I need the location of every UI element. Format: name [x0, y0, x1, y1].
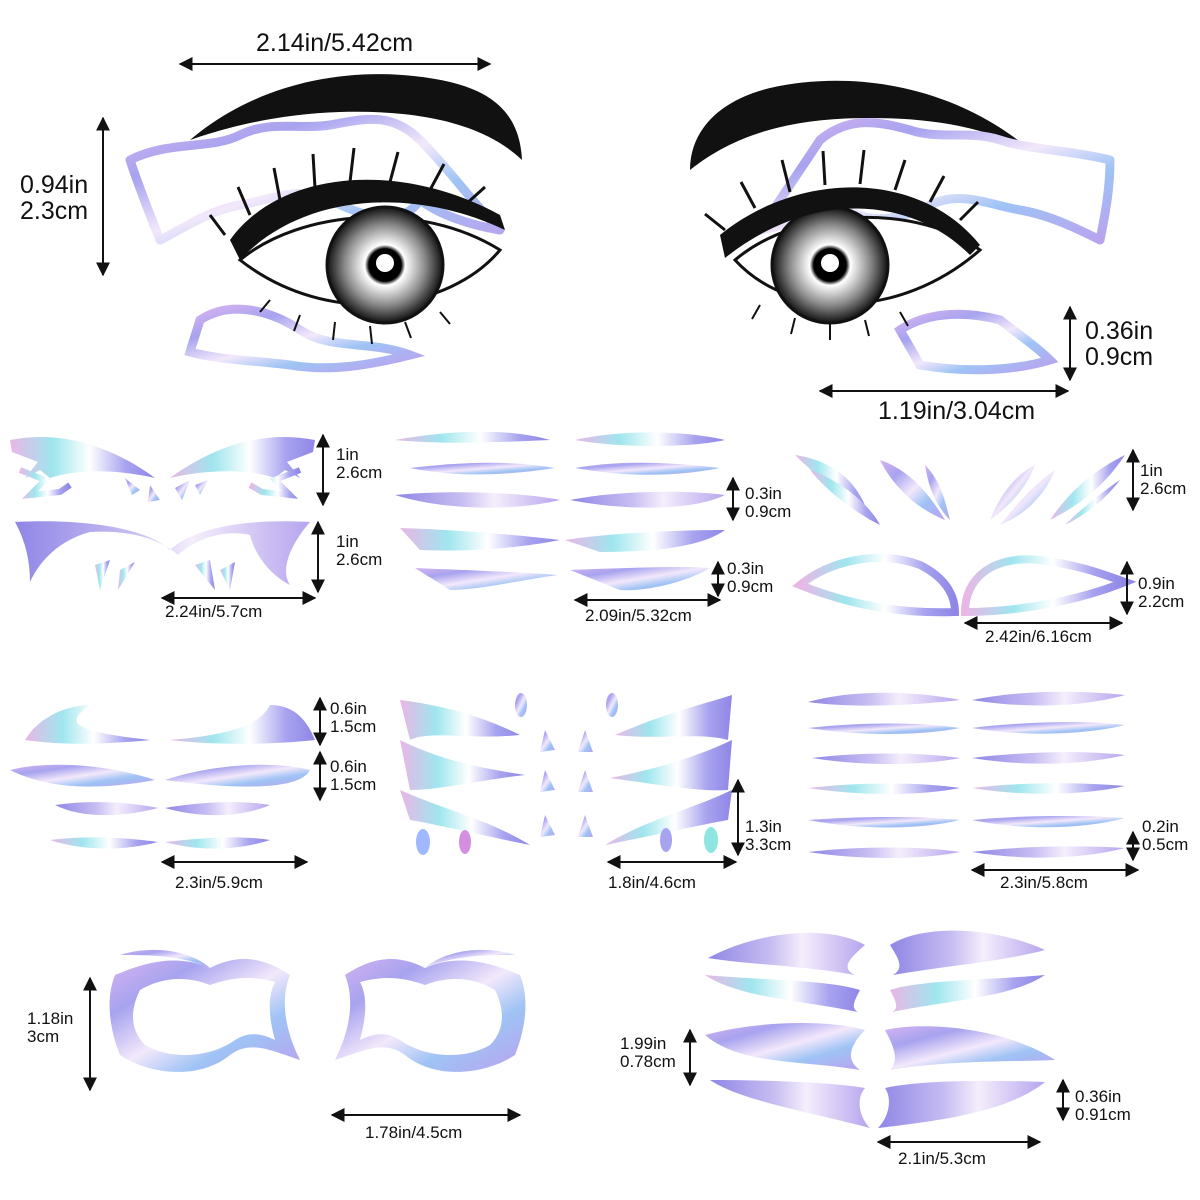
swoops-width: 2.3in/5.9cm [175, 873, 263, 892]
right-eye-height-label: 0.36in 0.9cm [1085, 317, 1154, 372]
strip-stickers [808, 691, 1125, 858]
mask-stickers [109, 949, 526, 1072]
swoop-stickers [10, 705, 315, 849]
left-eye-width-label: 2.14in/5.42cm [256, 29, 414, 57]
claw-stickers [792, 455, 1137, 617]
claws-width: 2.42in/6.16cm [985, 627, 1092, 646]
left-eye-filigree [125, 114, 505, 245]
wings-width: 2.24in/5.7cm [165, 602, 263, 621]
left-eyebrow [190, 74, 522, 160]
left-eye-height-label: 0.94in 2.3cm [20, 171, 89, 226]
liners-width: 2.09in/5.32cm [585, 606, 692, 625]
left-lashes [230, 179, 505, 260]
wing-stickers [10, 436, 315, 590]
masks-width: 1.78in/4.5cm [365, 1123, 463, 1142]
left-eye-illustration [125, 74, 522, 373]
feather-stickers [400, 693, 732, 855]
right-eyebrow [690, 80, 1030, 170]
strips-width: 2.3in/5.8cm [1000, 873, 1088, 892]
right-lashes [720, 187, 980, 258]
brows-width: 2.1in/5.3cm [898, 1149, 986, 1168]
liner-stickers [395, 431, 725, 591]
right-eye-width-label: 1.19in/3.04cm [878, 397, 1036, 425]
feathers-width: 1.8in/4.6cm [608, 873, 696, 892]
brow-stickers [705, 930, 1055, 1128]
right-eye-illustration [690, 80, 1115, 375]
